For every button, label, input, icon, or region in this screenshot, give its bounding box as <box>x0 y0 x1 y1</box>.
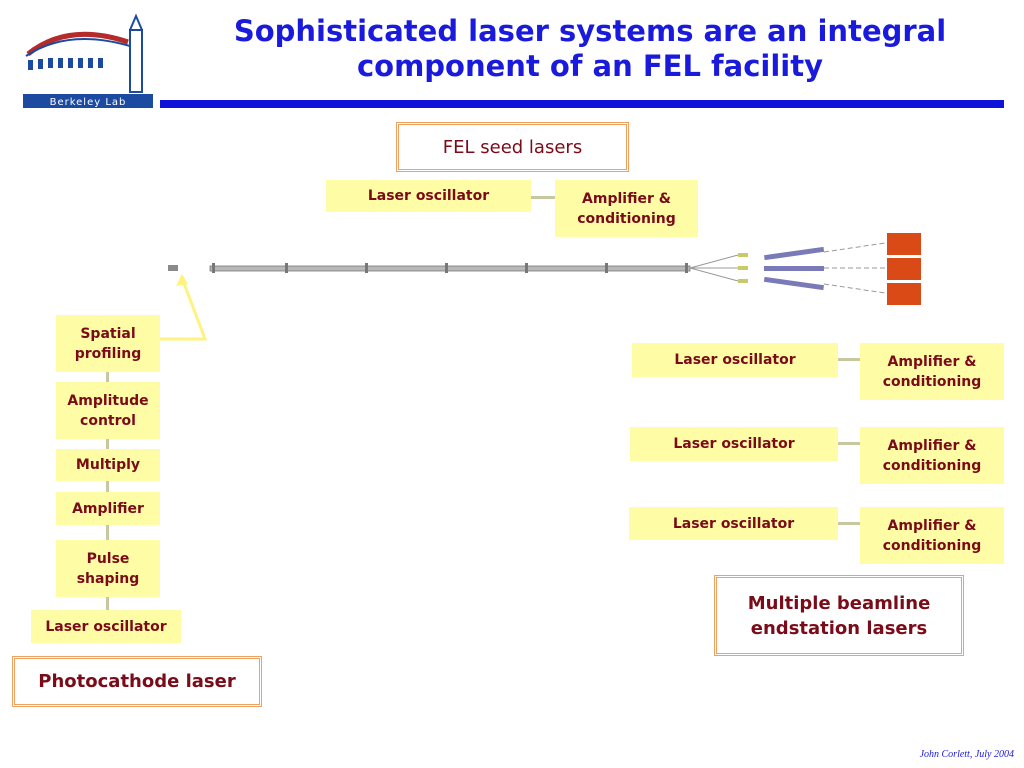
seed-laser-oscillator: Laser oscillator <box>326 180 531 212</box>
stage-amplitude-control: Amplitude control <box>56 382 160 439</box>
endstation-amplifier-2: Amplifier & conditioning <box>860 427 1004 484</box>
stage-amplifier: Amplifier <box>56 492 160 525</box>
endstation-amplifier-3: Amplifier & conditioning <box>860 507 1004 564</box>
endstation-connector-2 <box>838 442 860 445</box>
seed-connector <box>531 196 555 199</box>
photocathode-beam-arrow <box>160 274 208 341</box>
svg-text:Berkeley Lab: Berkeley Lab <box>50 97 127 108</box>
berkeley-lab-logo: Berkeley Lab <box>23 13 153 108</box>
stage-spatial-profiling: Spatial profiling <box>56 315 160 372</box>
seed-amplifier-conditioning: Amplifier & conditioning <box>555 180 698 237</box>
stage-laser-oscillator: Laser oscillator <box>31 610 181 643</box>
endstation-amplifier-1: Amplifier & conditioning <box>860 343 1004 400</box>
footer-credit: John Corlett, July 2004 <box>919 749 1014 760</box>
slide-title: Sophisticated laser systems are an integ… <box>233 14 947 83</box>
stage-multiply: Multiply <box>56 449 160 481</box>
endstation-connector-3 <box>838 522 860 525</box>
endstation-lasers-heading: Multiple beamline endstation lasers <box>714 575 964 656</box>
endstation-oscillator-1: Laser oscillator <box>632 343 838 377</box>
accelerator-beamline <box>168 233 921 305</box>
photocathode-laser-heading: Photocathode laser <box>12 656 262 707</box>
title-underline <box>160 100 1004 108</box>
fel-seed-lasers-heading: FEL seed lasers <box>396 122 629 172</box>
endstation-connector-1 <box>838 358 860 361</box>
endstation-oscillator-2: Laser oscillator <box>630 427 838 461</box>
stage-pulse-shaping: Pulse shaping <box>56 540 160 597</box>
endstation-oscillator-3: Laser oscillator <box>629 507 838 540</box>
